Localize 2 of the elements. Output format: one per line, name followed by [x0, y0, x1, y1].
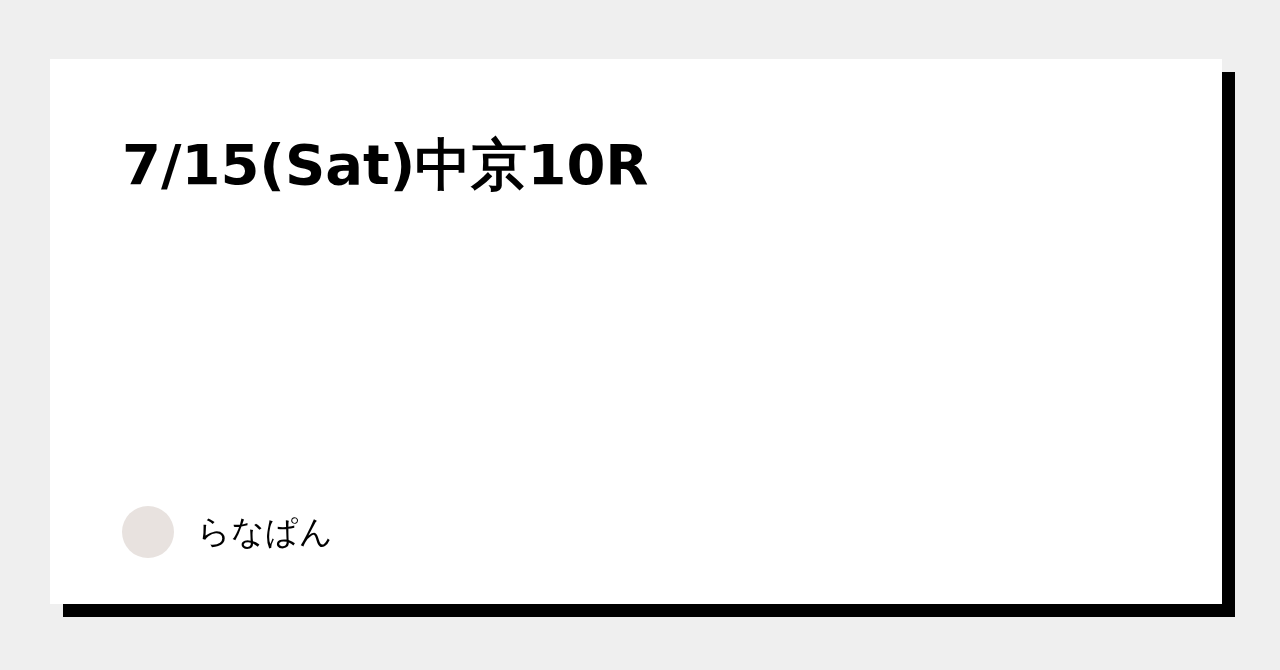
author-name: らなぱん — [197, 511, 333, 553]
title: 7/15(Sat)中京10R — [122, 131, 649, 199]
